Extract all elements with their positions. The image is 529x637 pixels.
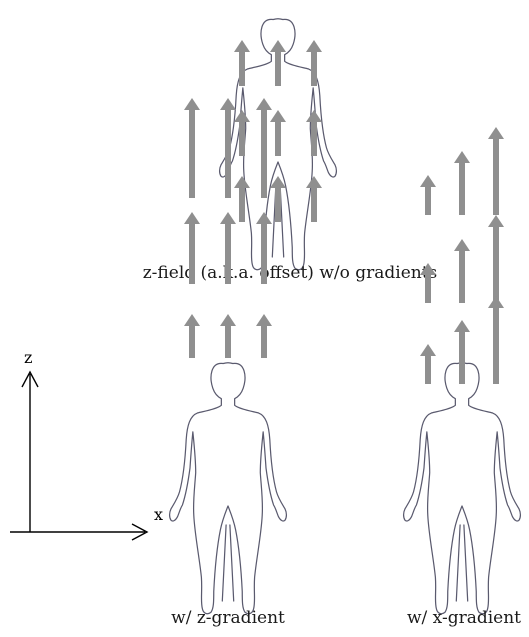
field-arrow-head (454, 320, 470, 332)
panel-no-gradient (220, 19, 337, 270)
field-arrow-head (234, 110, 250, 122)
field-arrow-head (184, 98, 200, 110)
caption-x-gradient: w/ x-gradient (407, 608, 521, 628)
field-arrow-head (234, 40, 250, 52)
field-arrow-head (270, 40, 286, 52)
field-arrow-head (306, 110, 322, 122)
field-arrow-head (454, 151, 470, 163)
panel-z-gradient (170, 98, 287, 614)
panel-x-gradient (404, 127, 521, 614)
field-arrow-head (234, 176, 250, 188)
field-arrow-head (306, 176, 322, 188)
caption-no-gradient: z-field (a.k.a. offset) w/o gradients (143, 263, 438, 283)
x-axis-label: x (154, 505, 163, 524)
field-arrow-head (488, 296, 504, 308)
field-arrow-head (220, 314, 236, 326)
field-arrow-head (220, 212, 236, 224)
field-arrow-head (256, 98, 272, 110)
field-arrow-head (184, 212, 200, 224)
arrow-group-no-gradient (234, 40, 322, 222)
field-arrow-head (488, 127, 504, 139)
field-arrow-head (306, 40, 322, 52)
field-arrow-head (220, 98, 236, 110)
field-arrow-head (256, 314, 272, 326)
field-arrow-head (184, 314, 200, 326)
field-arrow-head (420, 175, 436, 187)
field-arrow-head (270, 110, 286, 122)
field-arrow-head (488, 215, 504, 227)
arrow-group-z-gradient (184, 98, 272, 358)
arrow-group-x-gradient (420, 127, 504, 384)
field-arrow-head (256, 212, 272, 224)
human-body-outline-right (404, 363, 521, 614)
human-body-outline-left (170, 363, 287, 614)
z-axis-label: z (24, 348, 32, 367)
caption-z-gradient: w/ z-gradient (171, 608, 285, 628)
field-arrow-head (420, 344, 436, 356)
field-arrow-head (454, 239, 470, 251)
axes: z x (10, 348, 163, 540)
